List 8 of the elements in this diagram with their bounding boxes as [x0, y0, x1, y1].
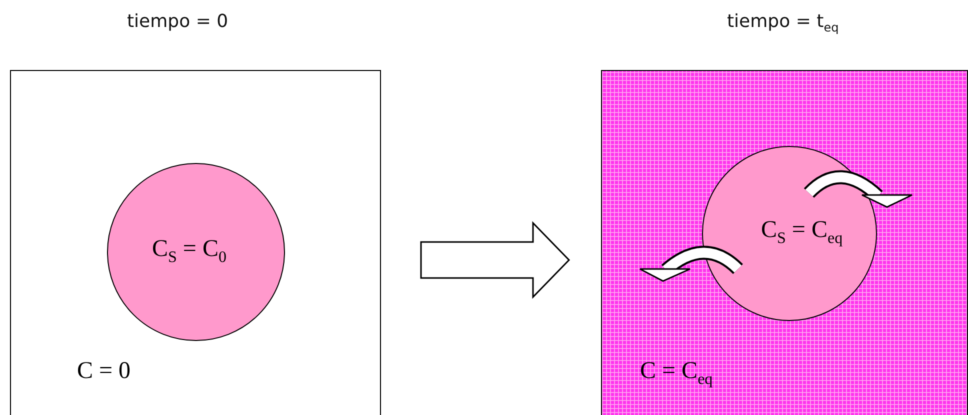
time-heading: tiempo = 0 — [127, 11, 228, 32]
block-arrow — [420, 221, 570, 299]
time-heading: tiempo = t$_{eq}$ — [727, 11, 839, 35]
particle-circle — [702, 146, 877, 321]
surface-concentration-label: C$_{S}$ = C$_{0}$ — [152, 236, 226, 267]
concentration-label: C = 0 — [77, 358, 131, 385]
surface-concentration-label: C$_{S}$ = C$_{eq}$ — [761, 217, 843, 248]
concentration-label: C = C$_{eq}$ — [640, 358, 713, 389]
